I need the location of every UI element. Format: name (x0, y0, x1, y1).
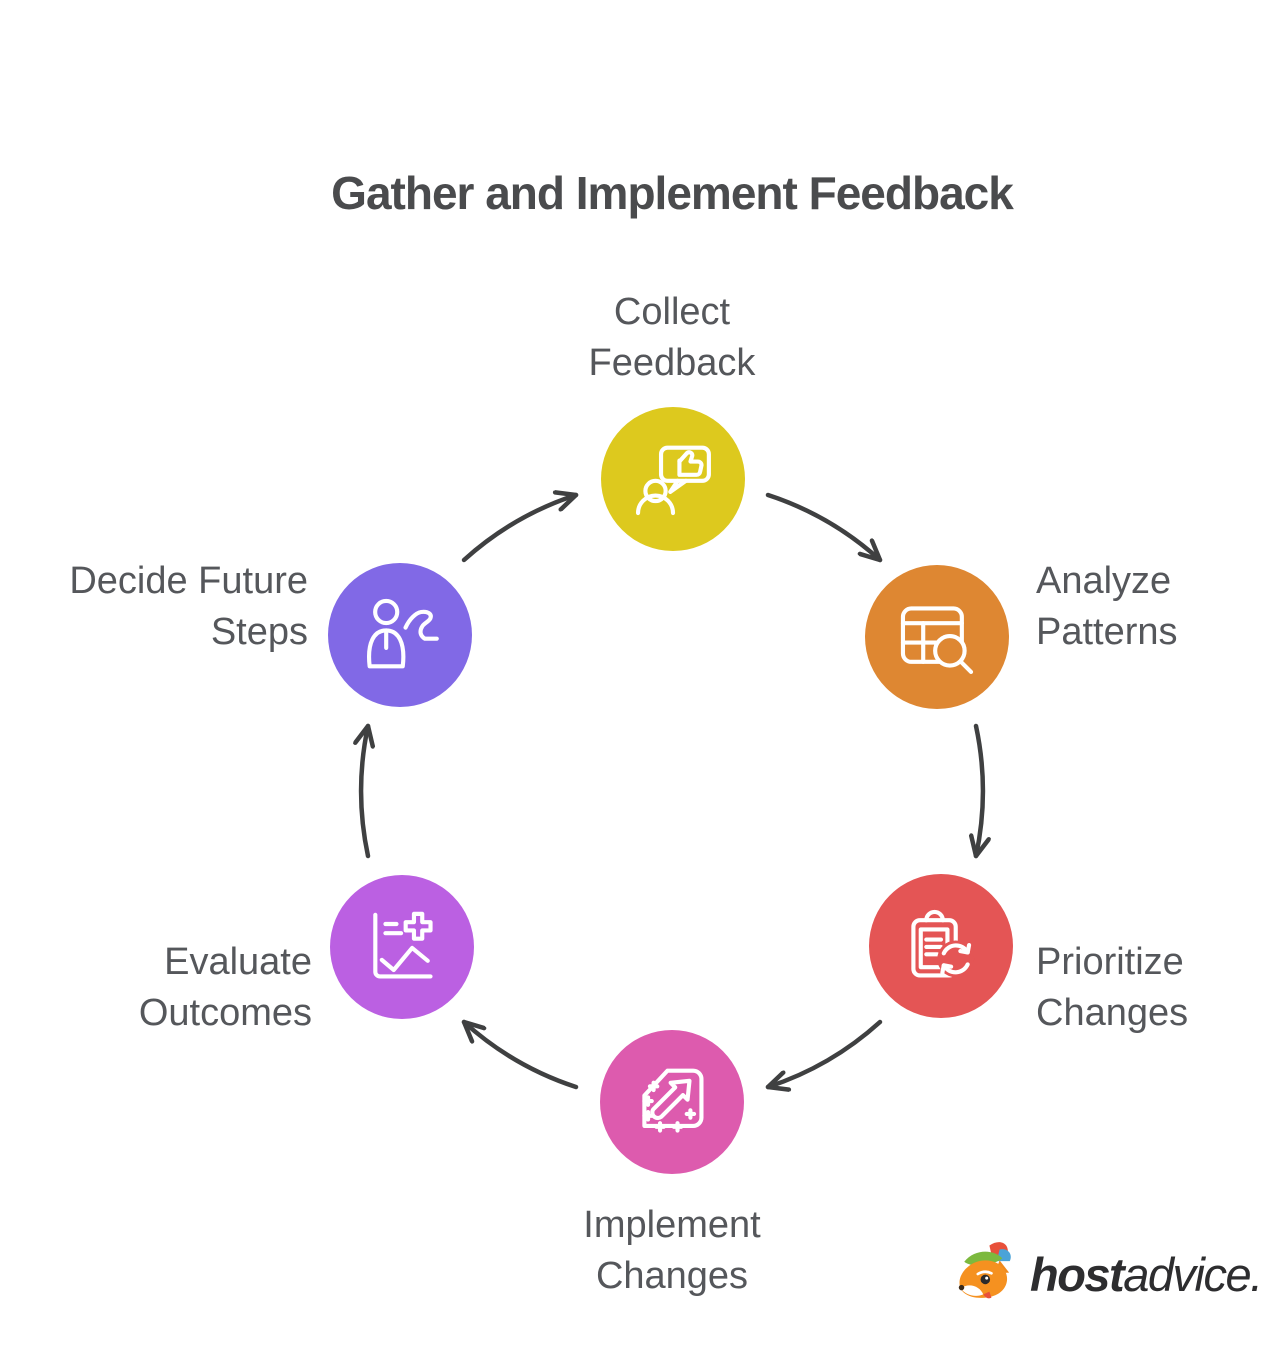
label-line: Patterns (1036, 610, 1178, 653)
label-line: Prioritize (1036, 941, 1184, 983)
label-line: Changes (1036, 991, 1189, 1034)
label-line: Collect (613, 291, 731, 333)
person-with-winding-path-icon (367, 598, 439, 669)
label-line: Evaluate (164, 941, 312, 983)
table-with-magnifier-icon (900, 606, 974, 675)
step-circle-implement-changes (600, 1030, 744, 1174)
step-label-collect-feedback: Collect Feedback (512, 287, 832, 388)
page-title: Gather and Implement Feedback (331, 167, 1014, 219)
step-label-evaluate-outcomes: Evaluate Outcomes (50, 937, 312, 1038)
arrow-implement-to-evaluate (461, 1019, 579, 1090)
arrow-collect-to-analyze (765, 492, 883, 563)
step-circle-decide-future-steps (328, 563, 472, 707)
step-label-analyze-patterns: Analyze Patterns (1036, 556, 1276, 657)
fox-mascot-icon (958, 1242, 1011, 1299)
arrow-evaluate-to-decide (361, 723, 368, 859)
label-line: Feedback (588, 341, 756, 384)
label-line: Outcomes (138, 991, 312, 1034)
step-label-prioritize-changes: Prioritize Changes (1036, 937, 1286, 1038)
arrow-prioritize-to-implement (765, 1019, 883, 1087)
line-chart-with-plus-icon (373, 911, 433, 979)
label-line: Steps (210, 610, 308, 653)
step-circle-collect-feedback (601, 407, 745, 551)
up-right-arrow-badge-icon (642, 1068, 704, 1133)
step-circle-prioritize-changes (869, 874, 1013, 1018)
arrow-decide-to-collect (461, 495, 579, 563)
label-line: Changes (595, 1254, 749, 1297)
hostadvice-logo: hostadvice. (952, 1236, 1263, 1312)
logo-word-host: host (1030, 1247, 1125, 1301)
logo-word-advice: advice. (1123, 1247, 1263, 1301)
step-circle-evaluate-outcomes (330, 875, 474, 1019)
step-label-implement-changes: Implement Changes (512, 1200, 832, 1301)
label-line: Analyze (1036, 560, 1172, 602)
label-line: Decide Future (69, 560, 308, 602)
clipboard-with-refresh-icon (911, 909, 975, 978)
logo-wordmark: hostadvice. (1030, 1247, 1263, 1302)
step-label-decide-future-steps: Decide Future Steps (30, 556, 308, 657)
person-speech-bubble-thumbs-up-icon (635, 445, 711, 516)
step-circle-analyze-patterns (865, 565, 1009, 709)
label-line: Implement (583, 1204, 761, 1246)
arrow-analyze-to-prioritize (976, 723, 983, 859)
